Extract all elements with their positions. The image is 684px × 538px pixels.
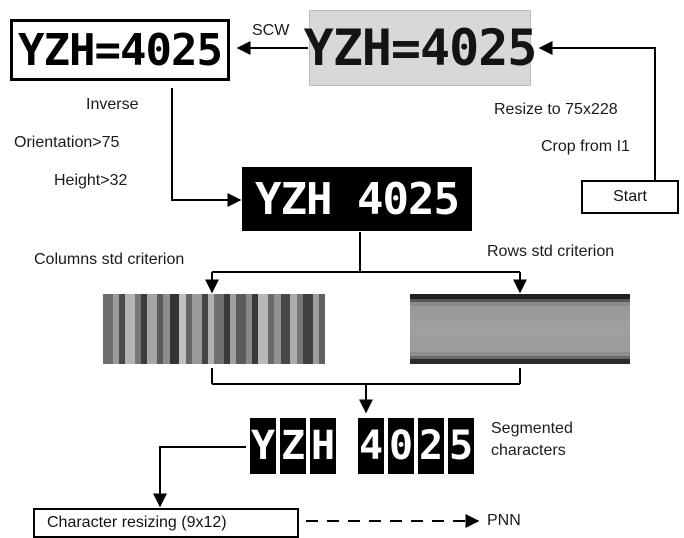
rows-std-label: Rows std criterion bbox=[487, 243, 614, 261]
column-stripe bbox=[170, 294, 180, 364]
segmented-character: Z bbox=[280, 418, 306, 474]
char-resizing-box: Character resizing (9x12) bbox=[33, 508, 299, 538]
binarized-plate-text: YZH=4025 bbox=[18, 25, 222, 76]
arrow-to-resizing bbox=[160, 447, 246, 506]
column-stripe bbox=[236, 294, 246, 364]
column-stripe bbox=[258, 294, 268, 364]
columns-std-image bbox=[103, 294, 325, 364]
column-stripe bbox=[214, 294, 224, 364]
segmented-label-line1: Segmented bbox=[491, 420, 573, 438]
scw-label: SCW bbox=[252, 22, 289, 40]
columns-std-label: Columns std criterion bbox=[34, 251, 184, 269]
segmented-character: 5 bbox=[448, 418, 474, 474]
height-label: Height>32 bbox=[54, 172, 127, 190]
segmented-character: 0 bbox=[388, 418, 414, 474]
column-stripe bbox=[319, 294, 325, 364]
binarized-plate-image: YZH=4025 bbox=[10, 19, 230, 81]
inverted-plate-text: YZH 4025 bbox=[255, 174, 459, 225]
column-stripe bbox=[125, 294, 135, 364]
segmented-character: 4 bbox=[358, 418, 384, 474]
row-band bbox=[410, 321, 630, 336]
rows-std-image bbox=[410, 294, 630, 364]
orientation-label: Orientation>75 bbox=[14, 134, 119, 152]
segmented-label-line2: characters bbox=[491, 442, 566, 460]
resize-label: Resize to 75x228 bbox=[494, 101, 618, 119]
column-stripe bbox=[147, 294, 157, 364]
raw-plate-text: YZH=4025 bbox=[304, 19, 537, 77]
char-resizing-label: Character resizing (9x12) bbox=[47, 514, 227, 531]
arrow-binarized-to-inverted bbox=[172, 88, 240, 200]
raw-plate-image: YZH=4025 bbox=[309, 10, 531, 86]
column-stripe bbox=[103, 294, 113, 364]
crop-label: Crop from I1 bbox=[541, 138, 630, 156]
segmented-character: 2 bbox=[418, 418, 444, 474]
start-label: Start bbox=[613, 188, 647, 206]
inverse-label: Inverse bbox=[86, 96, 138, 114]
segmented-character: Y bbox=[250, 418, 276, 474]
start-box: Start bbox=[581, 180, 679, 214]
row-band bbox=[410, 337, 630, 352]
segmented-character: H bbox=[310, 418, 336, 474]
column-stripe bbox=[192, 294, 202, 364]
row-band bbox=[410, 306, 630, 321]
column-stripe bbox=[303, 294, 313, 364]
row-band bbox=[410, 359, 630, 364]
pnn-label: PNN bbox=[487, 512, 521, 530]
column-stripe bbox=[281, 294, 291, 364]
inverted-plate-image: YZH 4025 bbox=[242, 167, 472, 231]
